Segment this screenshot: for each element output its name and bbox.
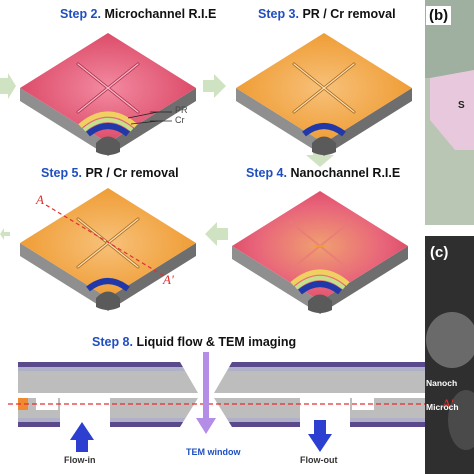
wafer-step5 [20, 188, 196, 311]
panel-c-nano: Nanoch [426, 378, 458, 388]
wafer-step3 [236, 33, 412, 156]
step3-title: Step 3. PR / Cr removal [258, 7, 396, 21]
flow-out-arrow [308, 420, 332, 452]
arrow-step4-to-step5 [205, 222, 228, 246]
section-a-prime-label: A' [163, 272, 174, 287]
step4-title: Step 4. Nanochannel R.I.E [246, 166, 401, 180]
panel-c-image [425, 236, 474, 474]
panel-b-image [425, 0, 474, 225]
panel-c-micro: Microch [426, 402, 459, 412]
cross-section [8, 352, 440, 434]
step5-title: Step 5. PR / Cr removal [41, 166, 179, 180]
section-a-label: A [36, 192, 44, 207]
panel-c-label: (c) [430, 244, 449, 261]
section-a-prime-label-xsec: A' [442, 396, 454, 411]
wafer-step2 [20, 33, 196, 156]
arrow-step2-to-step3 [203, 74, 226, 98]
wafer-step4 [232, 191, 408, 314]
tem-window-label: TEM window [186, 447, 241, 457]
panel-b-text: S [458, 100, 465, 111]
flow-out-label: Flow-out [300, 455, 338, 465]
step2-title: Step 2. Microchannel R.I.E [60, 7, 217, 21]
arrow-left-edge-bottom [0, 228, 10, 240]
panel-b-label: (b) [426, 6, 452, 25]
cr-label: Cr [175, 115, 185, 125]
flow-in-arrow [70, 422, 94, 452]
pr-label: PR [175, 105, 188, 115]
step8-title: Step 8. Liquid flow & TEM imaging [92, 335, 297, 349]
arrow-left-edge-top [0, 73, 16, 99]
flow-in-label: Flow-in [64, 455, 96, 465]
